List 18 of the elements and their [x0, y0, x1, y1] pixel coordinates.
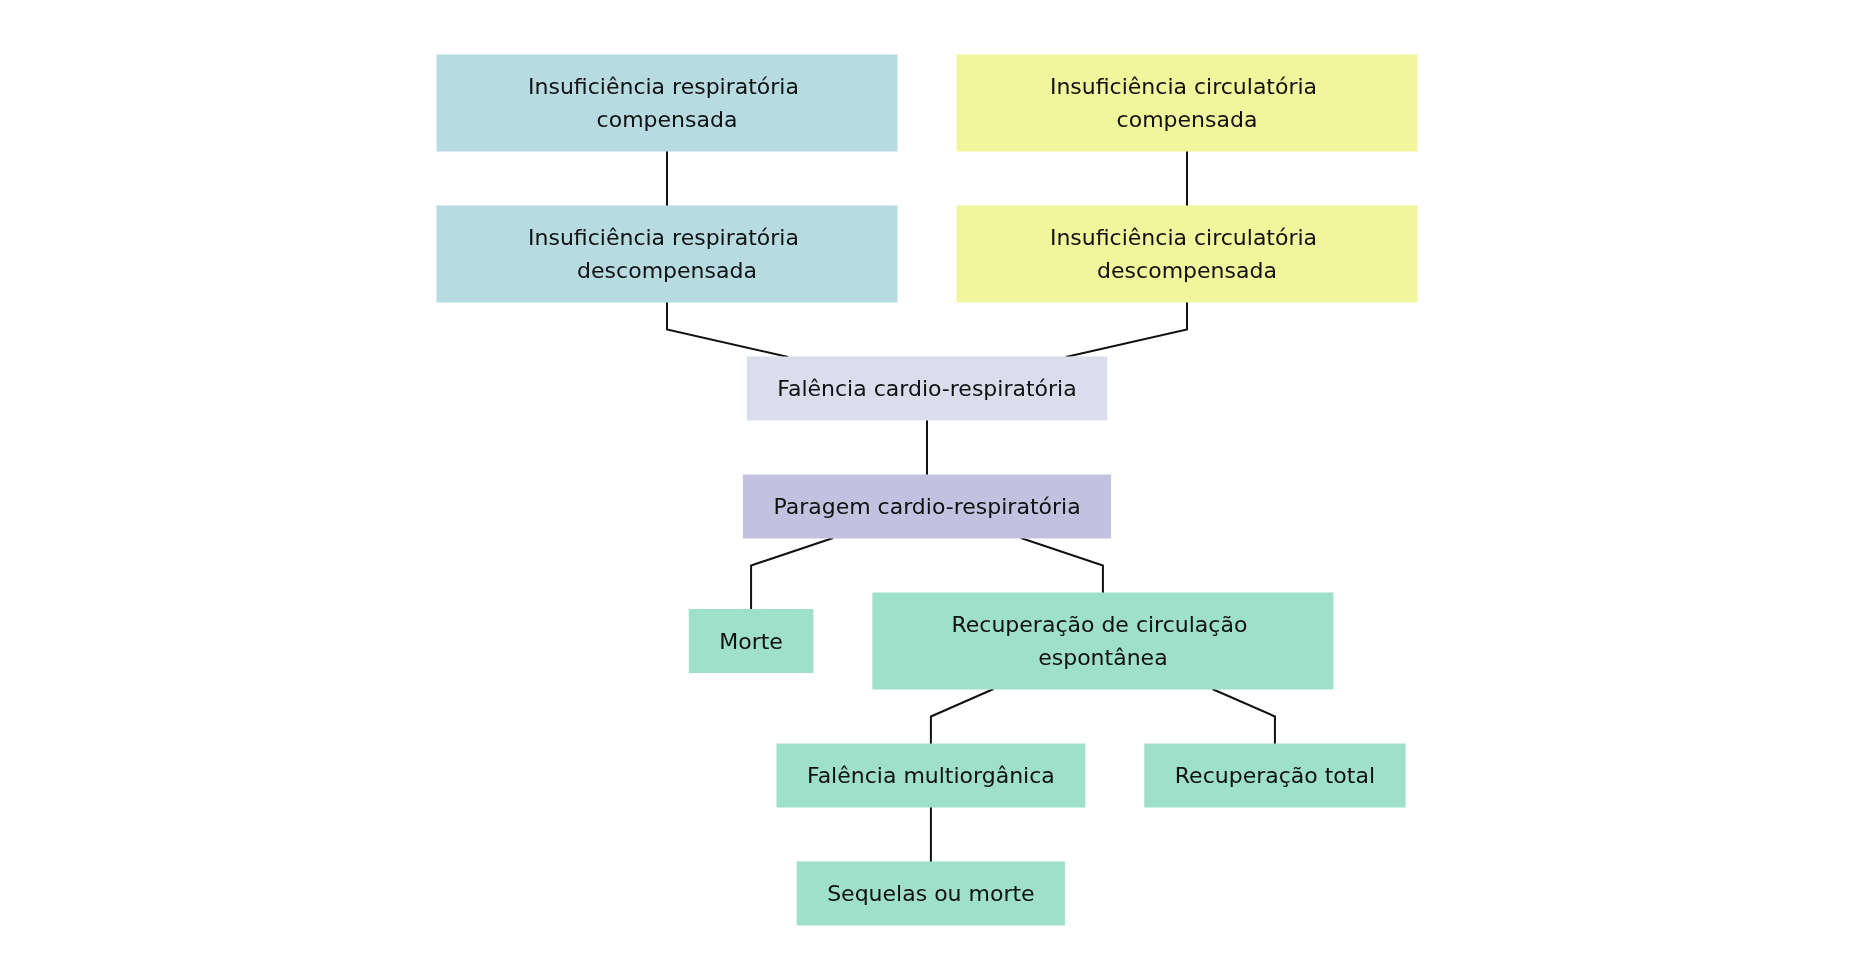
- node-box: Paragem cardio-respiratória: [742, 474, 1111, 539]
- node-box: Insuficiência circulatória descompensada: [956, 205, 1417, 303]
- connector: [929, 688, 995, 745]
- connector: [665, 150, 668, 207]
- node-box: Insuficiência circulatória compensada: [956, 54, 1417, 152]
- node-box: Sequelas ou morte: [796, 861, 1065, 926]
- connector: [925, 419, 928, 476]
- node-box: Morte: [688, 609, 813, 673]
- connector: [1185, 150, 1188, 207]
- node-box: Falência multiorgânica: [776, 743, 1085, 808]
- connector: [749, 537, 834, 611]
- node-box: Recuperação total: [1143, 743, 1406, 808]
- node-box: Insuficiência respiratória compensada: [436, 54, 897, 152]
- node-box: Falência cardio-respiratória: [746, 356, 1107, 421]
- node-box: Recuperação de circulação espontânea: [871, 592, 1333, 690]
- connector: [929, 806, 932, 863]
- node-box: Insuficiência respiratória descompensada: [436, 205, 897, 303]
- connector: [665, 301, 789, 358]
